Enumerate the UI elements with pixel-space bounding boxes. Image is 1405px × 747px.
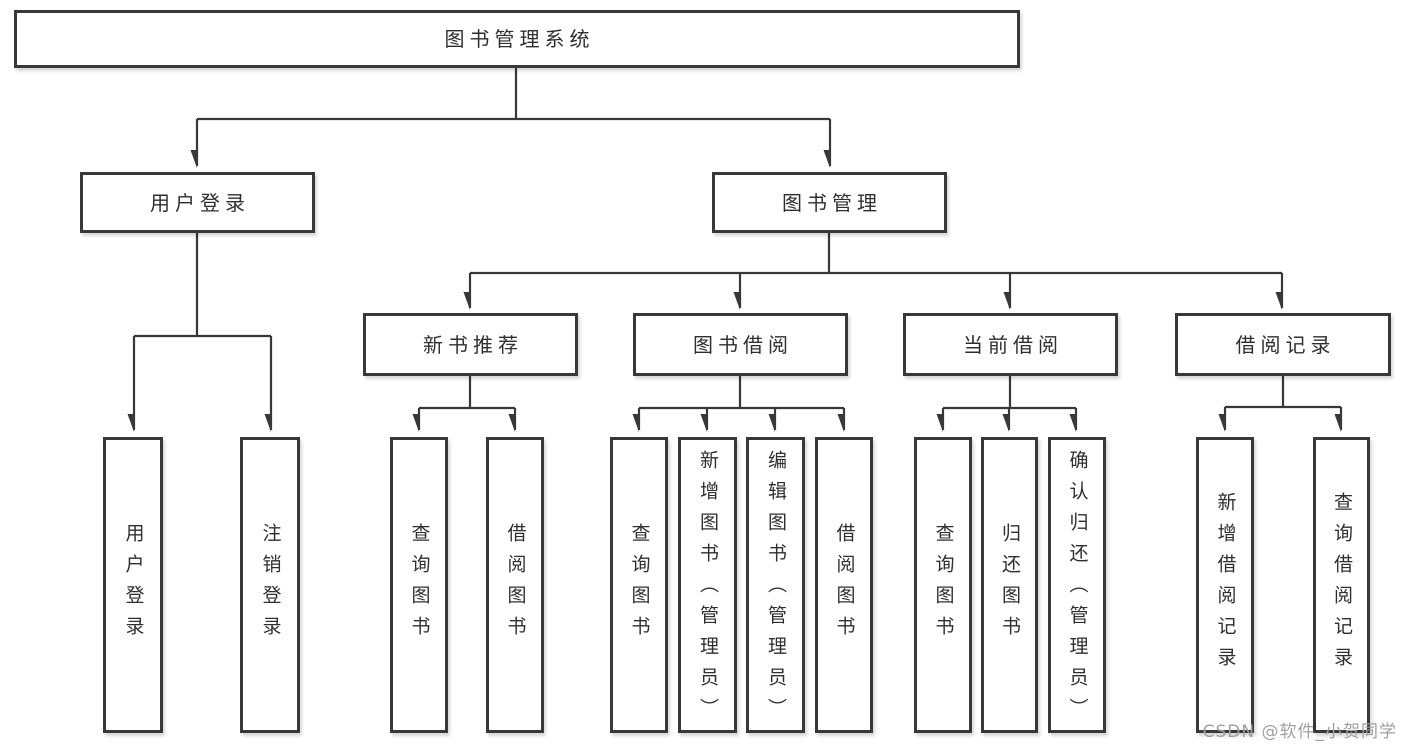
leaf-user-login: 用户登录 bbox=[103, 437, 163, 733]
leaf-query-borrow-record: 查询借阅记录 bbox=[1313, 437, 1370, 733]
node-book-management: 图书管理 bbox=[712, 172, 947, 233]
leaf-edit-books-admin: 编辑图书（管理员） bbox=[746, 437, 805, 733]
node-user-login: 用户登录 bbox=[80, 172, 315, 233]
leaf-return-books: 归还图书 bbox=[981, 437, 1038, 733]
leaf-borrow-books: 借阅图书 bbox=[815, 437, 873, 733]
node-book-borrow: 图书借阅 bbox=[633, 313, 848, 376]
node-root: 图书管理系统 bbox=[14, 10, 1020, 68]
leaf-add-borrow-record: 新增借阅记录 bbox=[1196, 437, 1254, 733]
node-new-book-recommend: 新书推荐 bbox=[363, 313, 578, 376]
leaf-logout: 注销登录 bbox=[240, 437, 300, 733]
leaf-confirm-return-admin: 确认归还（管理员） bbox=[1048, 437, 1106, 733]
leaf-query-books-current: 查询图书 bbox=[914, 437, 972, 733]
csdn-watermark: CSDN @软件_小贺同学 bbox=[1202, 722, 1397, 742]
leaf-query-books-borrow: 查询图书 bbox=[610, 437, 668, 733]
node-borrow-record: 借阅记录 bbox=[1175, 313, 1391, 376]
leaf-add-books-admin: 新增图书（管理员） bbox=[678, 437, 737, 733]
leaf-borrow-books-recommend: 借阅图书 bbox=[486, 437, 544, 733]
node-current-borrow: 当前借阅 bbox=[903, 313, 1118, 376]
leaf-query-books-recommend: 查询图书 bbox=[390, 437, 448, 733]
